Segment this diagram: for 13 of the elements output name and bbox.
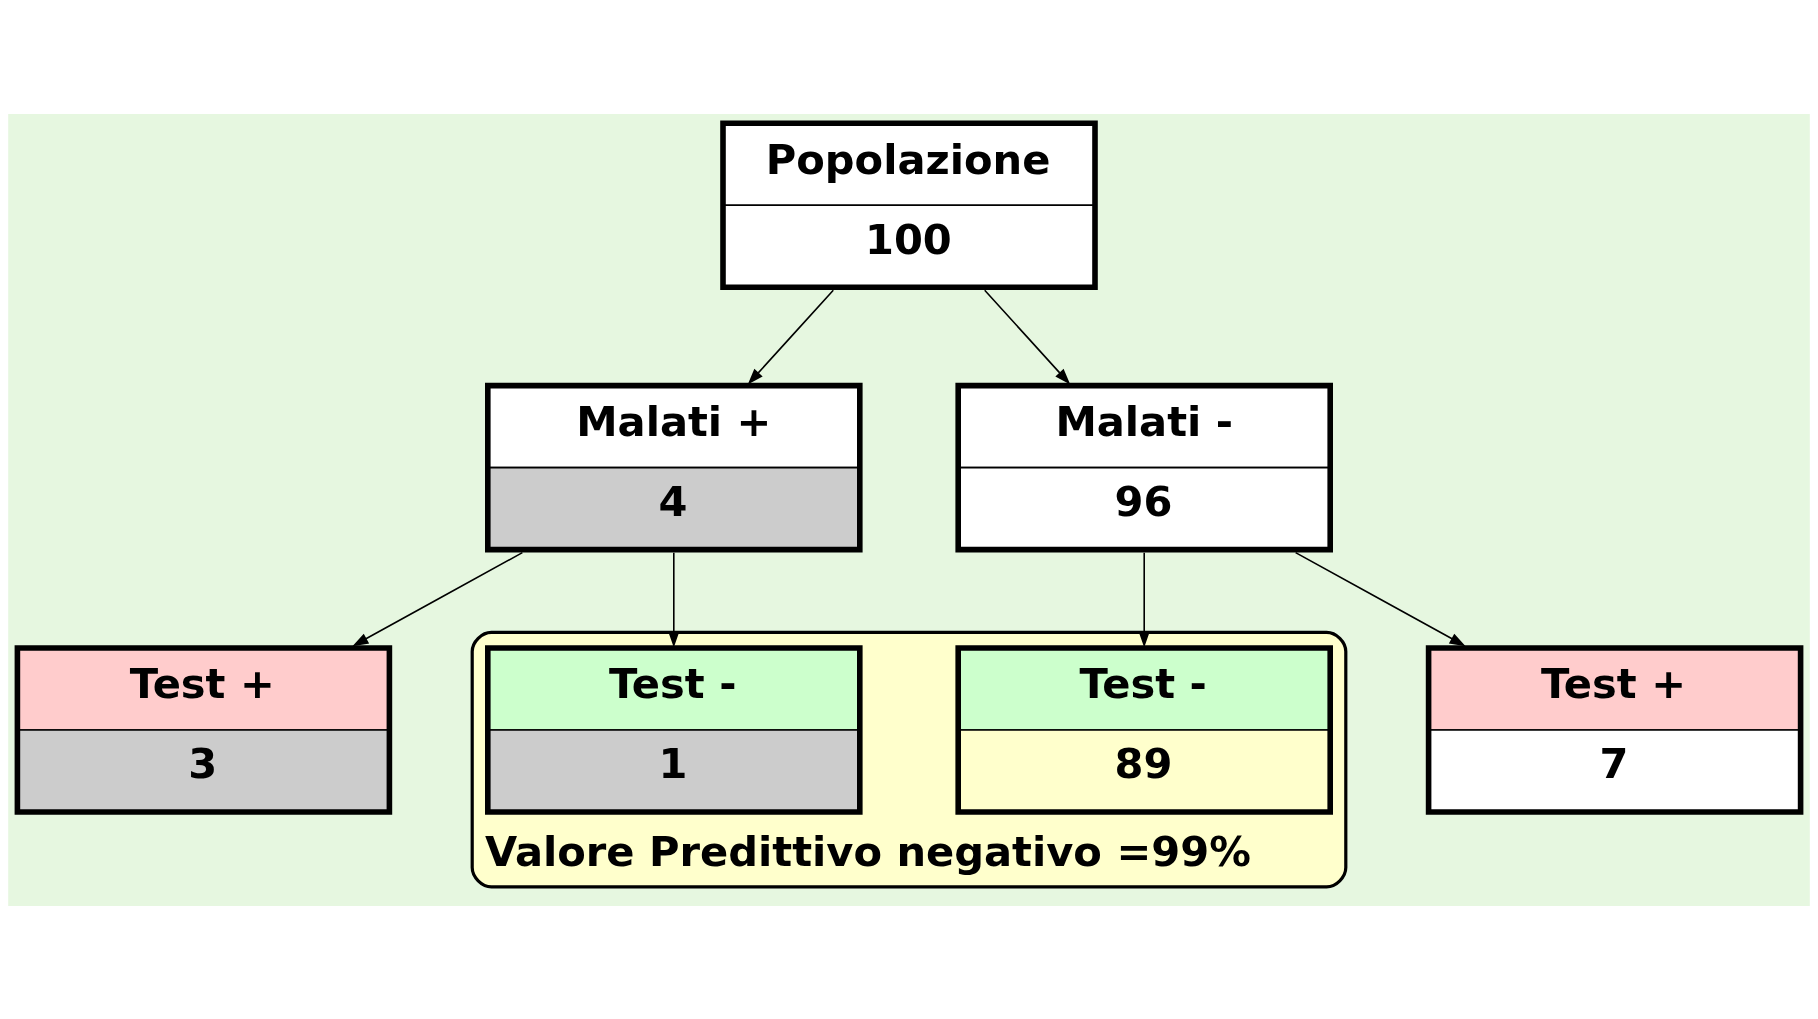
node-box: Test + 7 <box>1425 644 1804 815</box>
node-box: Test - 89 <box>955 644 1333 815</box>
node-box: Test - 1 <box>485 644 863 815</box>
arrow <box>747 288 835 384</box>
arrow <box>1294 551 1466 646</box>
arrow <box>983 288 1071 384</box>
node-box: Malati - 96 <box>955 382 1333 552</box>
arrow <box>1138 551 1150 648</box>
node-box: Popolazione 100 <box>720 119 1098 290</box>
node-box: Malati + 4 <box>485 382 863 552</box>
arrow <box>668 551 680 648</box>
arrow <box>352 551 524 646</box>
node-box: Test + 3 <box>14 644 393 815</box>
